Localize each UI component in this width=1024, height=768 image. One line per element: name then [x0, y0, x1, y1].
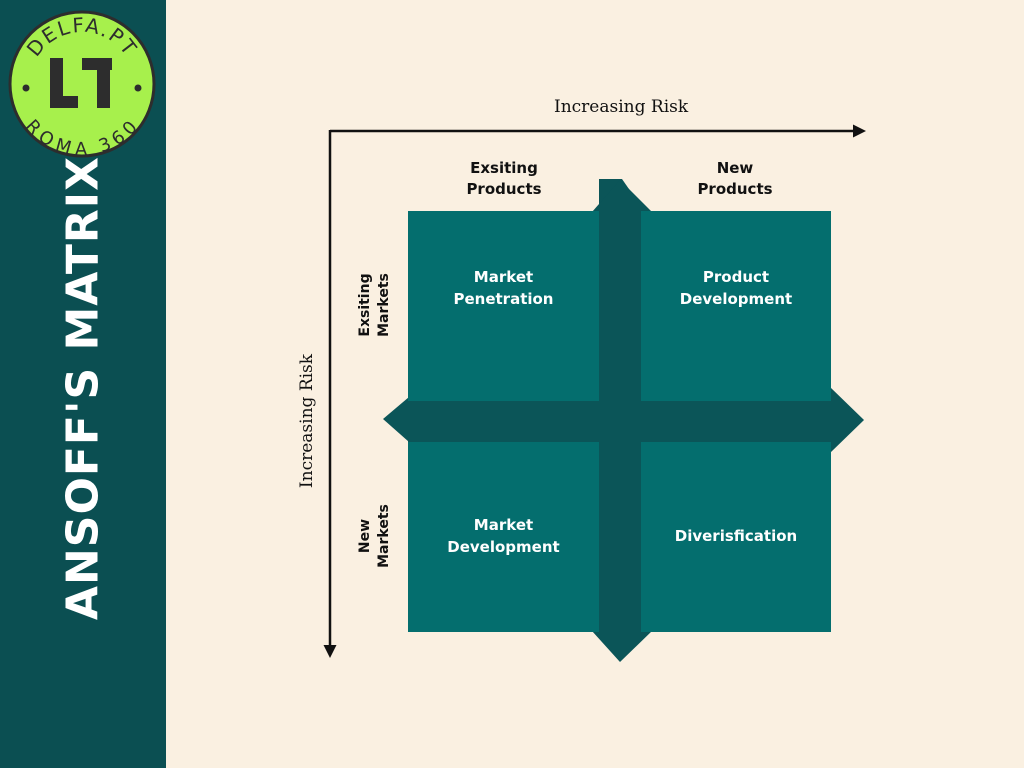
- cross-arrow-down-head: [592, 631, 652, 662]
- cross-arrow-up-head: [592, 180, 652, 212]
- row-header-line-1: Exsiting: [357, 273, 373, 337]
- logo-l1-mark: [50, 58, 112, 108]
- column-header-line-2: Products: [466, 180, 542, 198]
- row-header-line-1: New: [357, 518, 373, 554]
- row-header-line-2: Markets: [376, 273, 392, 337]
- logo: DELFA.PT ROMA 360: [8, 10, 156, 158]
- column-header-existing-products: Exsiting Products: [444, 158, 564, 200]
- vertical-axis-label: Increasing Risk: [297, 353, 317, 489]
- quadrant-label-line-2: Penetration: [453, 290, 554, 308]
- quadrant-label-line-1: Market: [473, 268, 534, 286]
- quadrant-label-line-1: Market: [473, 516, 534, 534]
- column-header-line-2: Products: [697, 180, 773, 198]
- quadrant-label-line-1: Product: [702, 268, 770, 286]
- cross-horizontal-bar: [408, 401, 831, 442]
- sidebar: DELFA.PT ROMA 360 ANSOFF'S MATRIX: [0, 0, 166, 768]
- row-header-new-markets: New Markets: [356, 504, 394, 568]
- horizontal-axis-label: Increasing Risk: [554, 97, 689, 117]
- cross-arrow-left-head: [383, 397, 409, 442]
- vertical-arrowhead: [323, 645, 337, 658]
- quadrant-market-penetration: Market Penetration: [408, 211, 599, 401]
- quadrant-label-line-2: Development: [447, 538, 560, 556]
- cross-arrow-right-head: [830, 387, 864, 453]
- row-header-line-2: Markets: [376, 504, 392, 568]
- column-header-new-products: New Products: [675, 158, 795, 200]
- logo-dot-left: [22, 84, 30, 92]
- quadrant-market-development: Market Development: [408, 442, 599, 632]
- quadrant-label-line-1: Diverisfication: [674, 527, 798, 545]
- logo-dot-right: [134, 84, 142, 92]
- row-header-existing-markets: Exsiting Markets: [356, 273, 394, 337]
- quadrant-label-line-2: Development: [679, 290, 793, 308]
- horizontal-arrowhead: [853, 124, 866, 138]
- quadrant-diversification: Diverisfication: [641, 442, 831, 632]
- quadrant-product-development: Product Development: [641, 211, 831, 401]
- column-header-line-1: Exsiting: [470, 159, 538, 177]
- column-header-line-1: New: [716, 159, 754, 177]
